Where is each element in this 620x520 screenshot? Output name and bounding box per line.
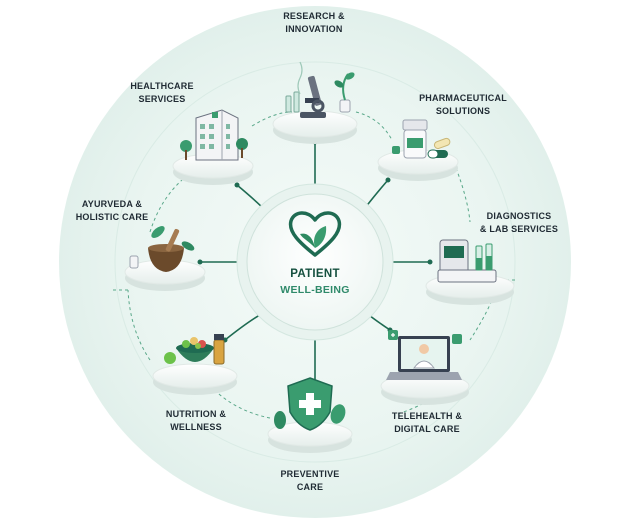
label-healthcare: HEALTHCARE SERVICES [87,80,237,106]
hospital-building-icon [180,109,248,161]
label-line: DIGITAL CARE [394,424,460,434]
label-telehealth: TELEHEALTH & DIGITAL CARE [352,410,502,436]
node-pods [124,61,515,453]
label-line: RESEARCH & [283,11,345,21]
label-research: RESEARCH & INNOVATION [239,10,389,36]
laptop-doctor-icon [386,330,462,380]
label-line: WELLNESS [170,422,222,432]
center-title-line2: WELL-BEING [280,284,350,296]
label-line: AYURVEDA & [81,199,143,209]
center-title-line1: PATIENT [290,268,340,280]
mortar-pestle-icon [129,226,195,272]
label-pharma: PHARMACEUTICAL SOLUTIONS [388,92,538,118]
label-line: SERVICES [138,94,186,104]
label-line: NUTRITION & [165,409,227,419]
label-line: HEALTHCARE [130,81,194,91]
label-line: SOLUTIONS [435,106,491,116]
label-line: PREVENTIVE [280,469,340,479]
pill-bottle-icon [392,119,451,159]
heart-leaf-icon [288,211,342,257]
shield-cross-icon [274,377,346,431]
node-telehealth [380,330,470,405]
label-line: HOLISTIC CARE [75,212,149,222]
node-ayurveda [124,226,206,291]
label-line: CARE [296,482,324,492]
label-line: PHARMACEUTICAL [419,93,507,103]
salad-bowl-icon [164,334,225,365]
node-diagnostics [425,239,515,305]
node-pharma [377,119,459,181]
lab-analyzer-icon [437,239,497,283]
microscope-icon [285,61,355,118]
background-ring [114,61,516,463]
center-hub [236,183,394,341]
label-line: & LAB SERVICES [479,224,559,234]
label-ayurveda: AYURVEDA & HOLISTIC CARE [37,198,187,224]
label-line: TELEHEALTH & [391,411,463,421]
node-preventive [267,377,353,453]
node-healthcare [172,109,254,185]
label-preventive: PREVENTIVE CARE [235,468,385,494]
label-line: DIAGNOSTICS [486,211,552,221]
label-diagnostics: DIAGNOSTICS & LAB SERVICES [444,210,594,236]
node-nutrition [152,334,238,395]
label-line: INNOVATION [285,24,343,34]
label-nutrition: NUTRITION & WELLNESS [121,408,271,434]
node-research [272,61,358,144]
